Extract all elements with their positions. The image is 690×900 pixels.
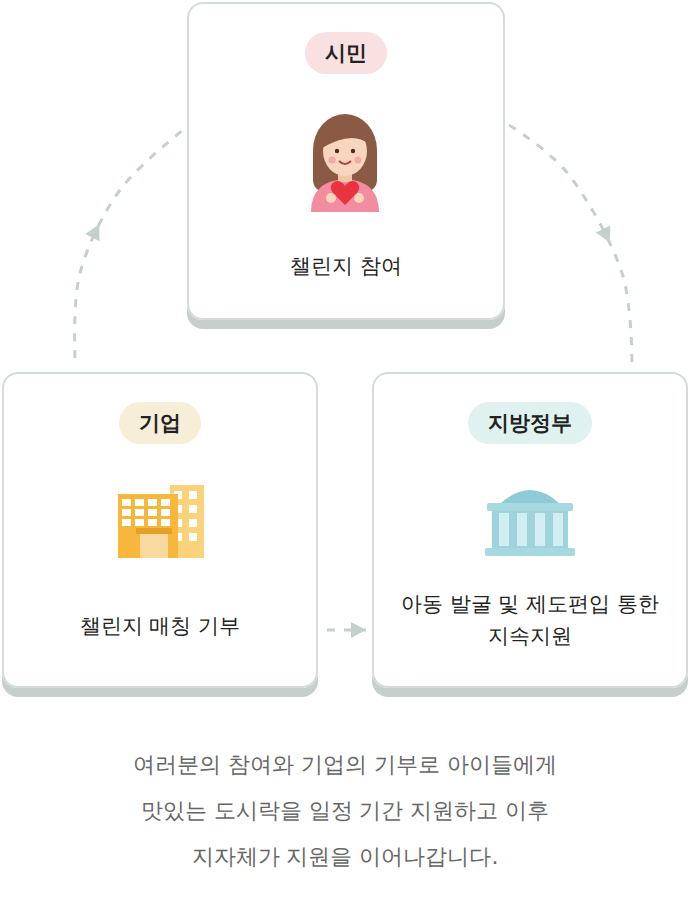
stage-box: 아동 발굴 및 제도편입 통한 지속지원 지방정부 xyxy=(372,372,688,688)
role-label: 지방정부 xyxy=(488,409,572,437)
box-text: 챌린지 매칭 기부 xyxy=(4,610,316,642)
flow-connector xyxy=(509,125,632,368)
flow-connector xyxy=(75,130,183,358)
caption: 여러분의 참여와 기업의 기부로 아이들에게 맛있는 도시락을 일정 기간 지원… xyxy=(125,742,565,880)
stage-box: 챌린지 매칭 기부 기업 xyxy=(2,372,318,688)
role-label: 기업 xyxy=(139,409,181,437)
box-text: 챌린지 참여 xyxy=(189,250,503,282)
government-building-icon xyxy=(485,490,575,556)
arrow-head xyxy=(351,622,366,638)
role-pill: 기업 xyxy=(119,402,201,444)
stage-box: 챌린지 참여 시민 xyxy=(187,2,505,320)
arrow-head xyxy=(85,224,99,241)
connector-line xyxy=(75,130,183,358)
connector-line xyxy=(509,125,632,368)
flow-connector xyxy=(327,622,366,638)
company-building-icon xyxy=(118,485,204,558)
box-text: 아동 발굴 및 제도편입 통한 지속지원 xyxy=(374,588,686,652)
citizen-icon xyxy=(311,114,379,212)
role-pill: 지방정부 xyxy=(468,402,592,444)
role-pill: 시민 xyxy=(305,32,387,74)
arrow-head xyxy=(596,226,610,243)
role-label: 시민 xyxy=(325,39,367,67)
